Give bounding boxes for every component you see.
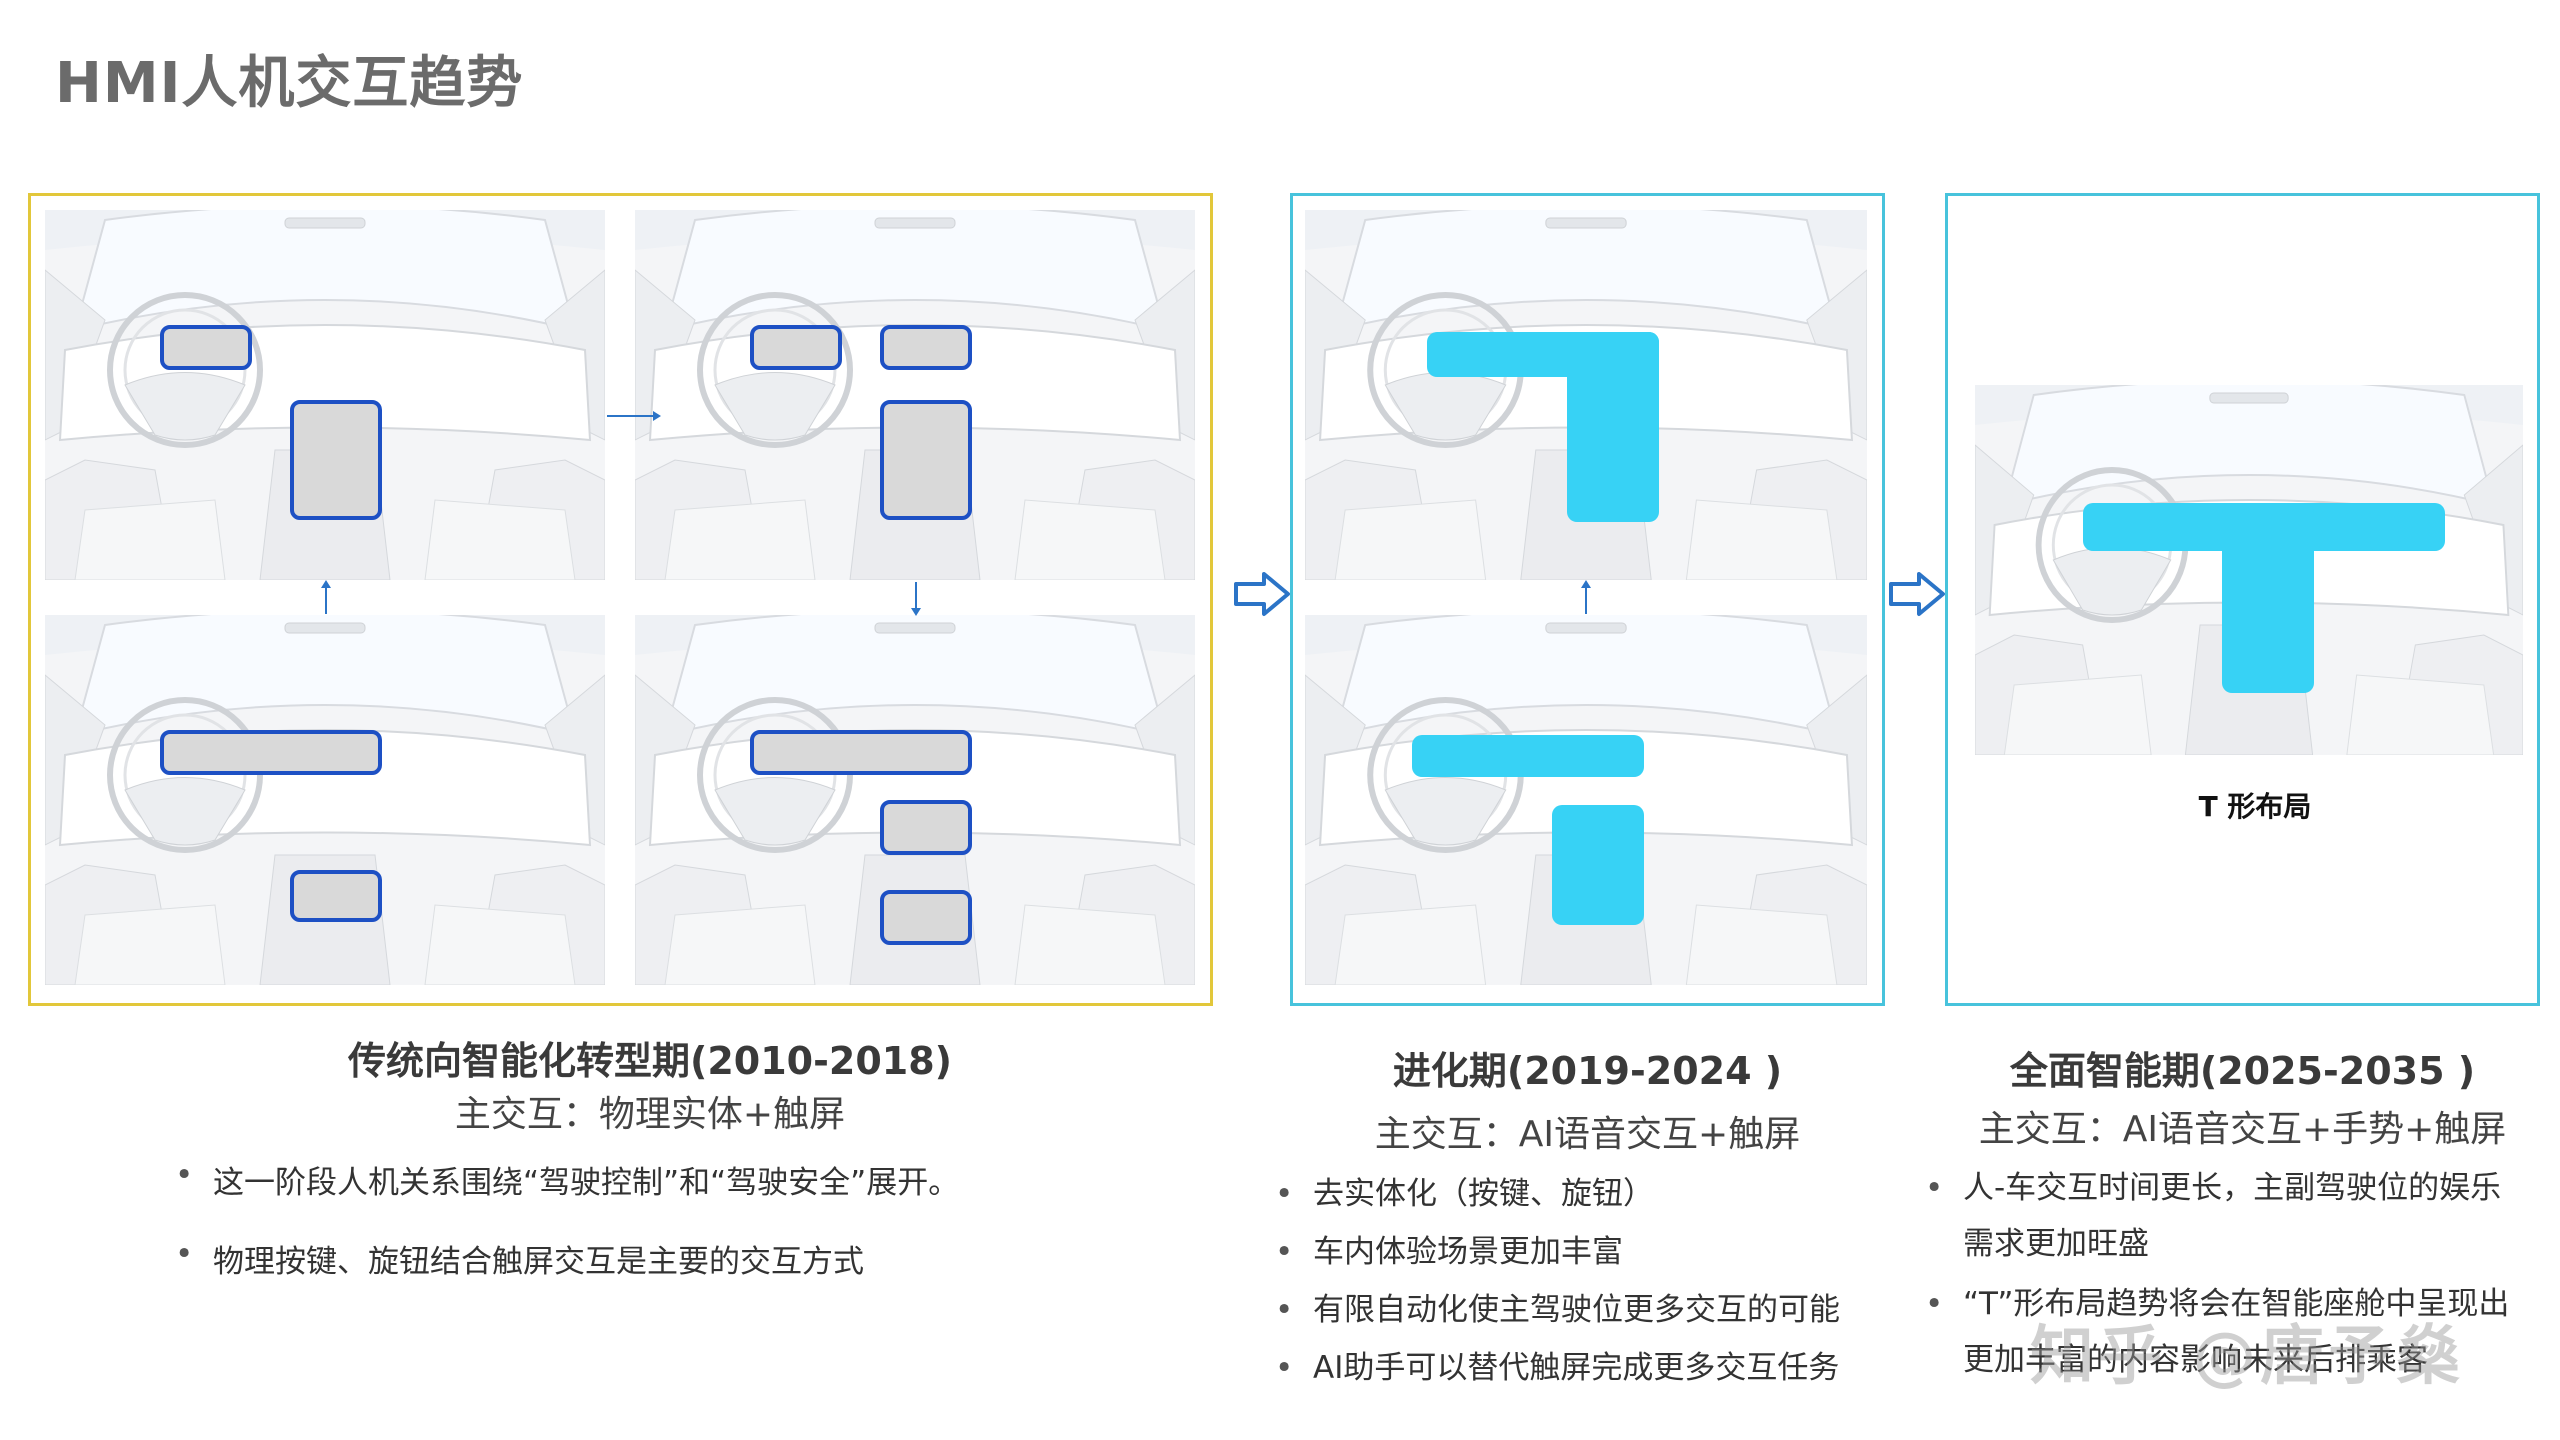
center-small-screen <box>290 870 382 922</box>
t-layout-caption: T 形布局 <box>2198 790 2312 823</box>
arrow-right-icon <box>607 411 661 421</box>
phase3-bullet-list: 人-车交互时间更长，主副驾驶位的娱乐需求更加旺盛 “T”形布局趋势将会在智能座舱… <box>1925 1160 2515 1388</box>
phase1-frame <box>28 193 1213 1006</box>
phase3-scene <box>1975 385 2523 755</box>
phase3-subtitle: 主交互：AI语音交互+手势+触屏 <box>1978 1109 2507 1150</box>
phase2-title: 进化期(2019-2024 ) <box>1392 1049 1783 1093</box>
phase2-frame <box>1290 193 1885 1006</box>
wide-dash-screen <box>160 730 382 775</box>
phase2-scene-bottom <box>1305 615 1867 985</box>
arrow-down-icon <box>911 582 921 616</box>
phase2-bullet-list: 去实体化（按键、旋钮） 车内体验场景更加丰富 有限自动化使主驾驶位更多交互的可能… <box>1275 1165 1915 1397</box>
phase2-subtitle: 主交互：AI语音交互+触屏 <box>1374 1114 1801 1155</box>
passenger-screen <box>880 325 972 370</box>
list-item: 去实体化（按键、旋钮） <box>1275 1165 1915 1223</box>
center-screen <box>1552 805 1644 925</box>
cockpit-illustration <box>635 210 1195 580</box>
phase1-scene-top-left <box>45 210 605 580</box>
list-item: 有限自动化使主驾驶位更多交互的可能 <box>1275 1281 1915 1339</box>
phase1-subtitle: 主交互：物理实体+触屏 <box>454 1094 846 1135</box>
cockpit-illustration <box>45 210 605 580</box>
arrow-up-icon <box>321 580 331 614</box>
arrow-up-icon <box>1581 580 1591 614</box>
list-item: 车内体验场景更加丰富 <box>1275 1223 1915 1281</box>
cluster-screen <box>160 325 252 370</box>
phase1-scene-bottom-left <box>45 615 605 985</box>
cluster-screen <box>750 325 842 370</box>
phase1-scene-bottom-right <box>635 615 1195 985</box>
list-item: 物理按键、旋钮结合触屏交互是主要的交互方式 <box>175 1236 1215 1281</box>
page-title: HMI人机交互趋势 <box>55 51 524 116</box>
phase1-title: 传统向智能化转型期(2010-2018) <box>347 1039 953 1083</box>
t-screen-vertical <box>1567 332 1659 522</box>
cockpit-illustration <box>1305 615 1867 985</box>
wide-dash-screen <box>750 730 972 775</box>
phase-transition-arrow-icon <box>1889 572 1945 616</box>
phase1-bullet-list: 这一阶段人机关系围绕“驾驶控制”和“驾驶安全”展开。 物理按键、旋钮结合触屏交互… <box>175 1157 1215 1281</box>
watermark: 知乎 @唐予燊 <box>2030 1320 2465 1394</box>
center-lower-screen <box>880 890 972 945</box>
phase-transition-arrow-icon <box>1234 572 1290 616</box>
center-upper-screen <box>880 800 972 855</box>
phase1-scene-top-right <box>635 210 1195 580</box>
center-screen <box>880 400 972 520</box>
center-screen <box>290 400 382 520</box>
list-item: AI助手可以替代触屏完成更多交互任务 <box>1275 1339 1915 1397</box>
list-item: 这一阶段人机关系围绕“驾驶控制”和“驾驶安全”展开。 <box>175 1157 1215 1202</box>
list-item: “T”形布局趋势将会在智能座舱中呈现出更加丰富的内容影响未来后排乘客 <box>1925 1276 2515 1388</box>
t-screen-vertical <box>2222 503 2314 693</box>
phase3-title: 全面智能期(2025-2035 ) <box>2009 1049 2476 1093</box>
dash-screen <box>1412 735 1644 777</box>
list-item: 人-车交互时间更长，主副驾驶位的娱乐需求更加旺盛 <box>1925 1160 2515 1272</box>
phase2-scene-top <box>1305 210 1867 580</box>
cockpit-illustration <box>45 615 605 985</box>
phase3-frame <box>1945 193 2540 1006</box>
